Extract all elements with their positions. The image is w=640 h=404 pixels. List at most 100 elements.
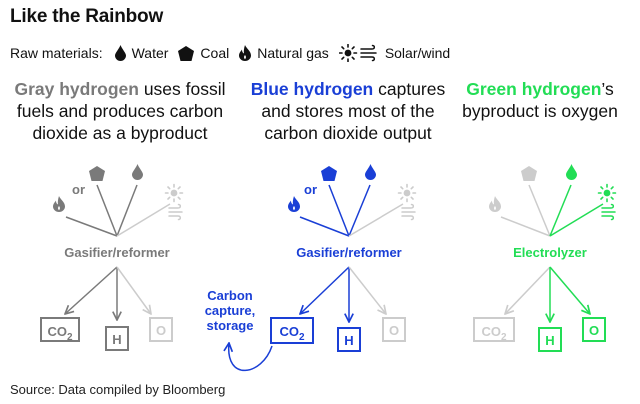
natural-gas-flame-icon	[288, 196, 300, 212]
oxygen-label: O	[589, 323, 599, 338]
output-arrow	[348, 266, 386, 314]
legend-item-label: Coal	[200, 45, 230, 61]
hydrogen-output-box: H	[337, 327, 361, 352]
legend-item-solar-wind: Solar/wind	[338, 44, 451, 62]
green-column: Electrolyzer CO2 H O	[473, 164, 617, 352]
input-line	[65, 216, 118, 237]
hydrogen-label: H	[344, 333, 353, 348]
svg-text:CO2: CO2	[481, 324, 507, 343]
co2-label: CO	[47, 324, 67, 339]
capture-return-arrow	[229, 343, 273, 372]
electrolyzer-label: Electrolyzer	[513, 245, 587, 260]
gray-output-arrows	[65, 266, 151, 320]
blue-hydrogen-description: captures and stores most of the carbon d…	[261, 79, 446, 143]
blue-column: or Gasifier/reformer Carbon capture, sto…	[204, 164, 417, 372]
water-drop-icon	[365, 164, 376, 180]
green-input-arrows	[500, 184, 604, 237]
coal-icon	[178, 45, 195, 61]
gray-hydrogen-description: uses fossil fuels and produces carbon di…	[16, 79, 226, 143]
hydrogen-label: H	[112, 332, 121, 347]
green-output-arrows	[505, 266, 590, 322]
subscript-2: 2	[299, 332, 305, 343]
legend-item-label: Solar/wind	[384, 45, 451, 61]
co2-label: CO	[279, 324, 299, 339]
legend-label: Raw materials:	[10, 45, 103, 61]
input-line	[348, 203, 404, 237]
output-arrow	[505, 266, 551, 314]
oxygen-label: O	[156, 323, 166, 338]
output-arrow	[116, 266, 151, 314]
input-line	[528, 184, 551, 237]
sun-wind-icon	[397, 183, 417, 221]
blue-output-arrows	[300, 266, 386, 322]
gray-raw-materials: or	[53, 164, 184, 221]
green-hydrogen-description: byproduct is oxygen	[462, 101, 618, 121]
input-line	[116, 184, 138, 237]
coal-icon	[321, 166, 337, 181]
output-arrow	[300, 266, 350, 314]
oxygen-label: O	[389, 323, 399, 338]
co2-output-box: CO2	[473, 317, 515, 343]
water-drop-icon	[132, 164, 143, 180]
input-line	[348, 184, 371, 237]
natural-gas-flame-icon	[489, 196, 501, 212]
carbon-capture-label: Carbon capture, storage	[204, 288, 256, 333]
input-line	[96, 184, 118, 237]
legend-item-label: Natural gas	[257, 45, 329, 61]
carbon-capture-text: Carbon capture, storage	[204, 288, 256, 333]
gray-column: or Gasifier/reformer CO2 H O	[40, 164, 184, 351]
oxygen-output-box: O	[382, 317, 406, 342]
gray-hydrogen-highlight: Gray hydrogen	[14, 79, 139, 99]
input-line	[328, 184, 350, 237]
blue-hydrogen-heading: Blue hydrogen captures and stores most o…	[242, 78, 454, 144]
input-line	[299, 216, 350, 237]
water-drop-icon	[114, 45, 126, 61]
legend-item-label: Water	[131, 45, 169, 61]
blue-hydrogen-highlight: Blue hydrogen	[250, 79, 374, 99]
natural-gas-flame-icon	[239, 45, 252, 61]
green-raw-materials	[489, 164, 617, 221]
input-line	[549, 203, 604, 237]
output-arrow	[549, 266, 590, 314]
legend-item-natural-gas: Natural gas	[239, 45, 329, 61]
coal-icon	[89, 166, 105, 181]
svg-text:CO2: CO2	[47, 324, 73, 343]
or-label: or	[72, 182, 85, 197]
legend-item-coal: Coal	[178, 45, 229, 61]
sun-wind-icon	[338, 44, 377, 62]
co2-output-box: CO2	[270, 317, 314, 344]
sun-wind-icon	[597, 183, 617, 221]
green-hydrogen-possessive: ’s	[601, 79, 614, 99]
coal-icon	[521, 166, 537, 181]
oxygen-output-box: O	[582, 317, 606, 342]
or-label: or	[304, 182, 317, 197]
source-note: Source: Data compiled by Bloomberg	[10, 382, 226, 397]
sun-wind-icon	[164, 183, 184, 221]
green-hydrogen-highlight: Green hydrogen	[466, 79, 602, 99]
output-arrow	[65, 266, 118, 314]
chart-title: Like the Rainbow	[10, 6, 164, 27]
legend: Raw materials: Water Coal Natural gas So	[10, 44, 460, 62]
input-line	[549, 184, 572, 237]
oxygen-output-box: O	[149, 317, 173, 342]
gasifier-reformer-label: Gasifier/reformer	[64, 245, 170, 260]
green-hydrogen-heading: Green hydrogen’s byproduct is oxygen	[440, 78, 640, 122]
input-line	[116, 203, 171, 237]
natural-gas-flame-icon	[53, 196, 65, 212]
hydrogen-label: H	[545, 333, 554, 348]
subscript-2: 2	[67, 332, 73, 343]
water-drop-icon	[566, 164, 577, 180]
co2-label: CO	[481, 324, 501, 339]
hydrogen-output-box: H	[538, 327, 562, 352]
input-line	[500, 216, 551, 237]
subscript-2: 2	[501, 332, 507, 343]
hydrogen-output-box: H	[105, 326, 129, 351]
svg-text:CO2: CO2	[279, 324, 305, 343]
co2-output-box: CO2	[40, 317, 80, 343]
gray-hydrogen-heading: Gray hydrogen uses fossil fuels and prod…	[14, 78, 226, 144]
legend-item-water: Water	[114, 45, 169, 61]
blue-input-arrows	[299, 184, 404, 237]
gray-input-arrows	[65, 184, 171, 237]
blue-raw-materials: or	[288, 164, 417, 221]
